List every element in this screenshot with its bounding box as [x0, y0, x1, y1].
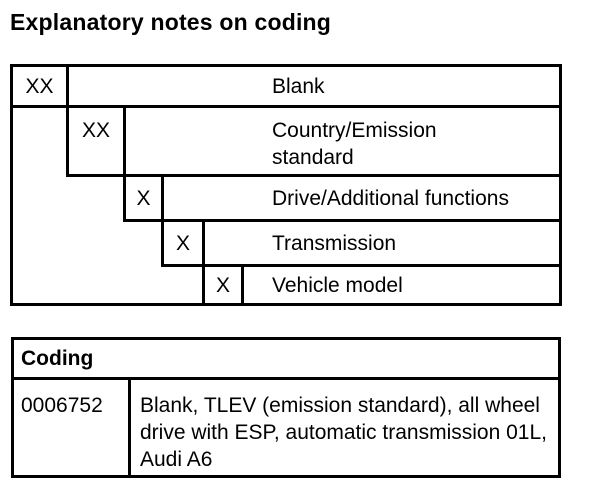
- structure-row-4-code-cell: X: [161, 219, 205, 267]
- structure-row-3-label: Drive/Additional functions: [272, 186, 509, 210]
- structure-row-4-label: Transmission: [272, 231, 397, 255]
- coding-description: Blank, TLEV (emission standard), all whe…: [140, 394, 547, 471]
- structure-row-2-code-cell: XX: [66, 105, 126, 177]
- coding-value-cell: 0006752: [11, 377, 131, 478]
- coding-table-header: Coding: [21, 347, 94, 370]
- structure-row-1-label-cell: Blank: [66, 64, 562, 108]
- structure-row-2-label-cell: Country/Emission standard: [123, 105, 562, 177]
- structure-row-5-label: Vehicle model: [272, 273, 403, 297]
- structure-row-4-code: X: [175, 231, 190, 255]
- structure-row-3-code-cell: X: [123, 174, 164, 222]
- structure-row-1-code: XX: [25, 74, 54, 98]
- structure-row-4-label-cell: Transmission: [202, 219, 562, 267]
- coding-value: 0006752: [21, 394, 103, 417]
- structure-row-5-code: X: [215, 273, 230, 297]
- structure-row-5-label-cell: Vehicle model: [241, 264, 562, 306]
- structure-row-3-code: X: [136, 186, 151, 210]
- structure-row-3-label-cell: Drive/Additional functions: [161, 174, 562, 222]
- coding-description-cell: Blank, TLEV (emission standard), all whe…: [128, 377, 561, 478]
- structure-row-5-code-cell: X: [202, 264, 244, 306]
- structure-row-1-label: Blank: [272, 74, 325, 98]
- structure-row-1-code-cell: XX: [10, 64, 69, 108]
- structure-row-2-code: XX: [81, 119, 110, 142]
- page-title: Explanatory notes on coding: [10, 9, 332, 35]
- structure-row-2-label: Country/Emission standard: [272, 119, 437, 169]
- coding-table-header-cell: Coding: [11, 337, 561, 380]
